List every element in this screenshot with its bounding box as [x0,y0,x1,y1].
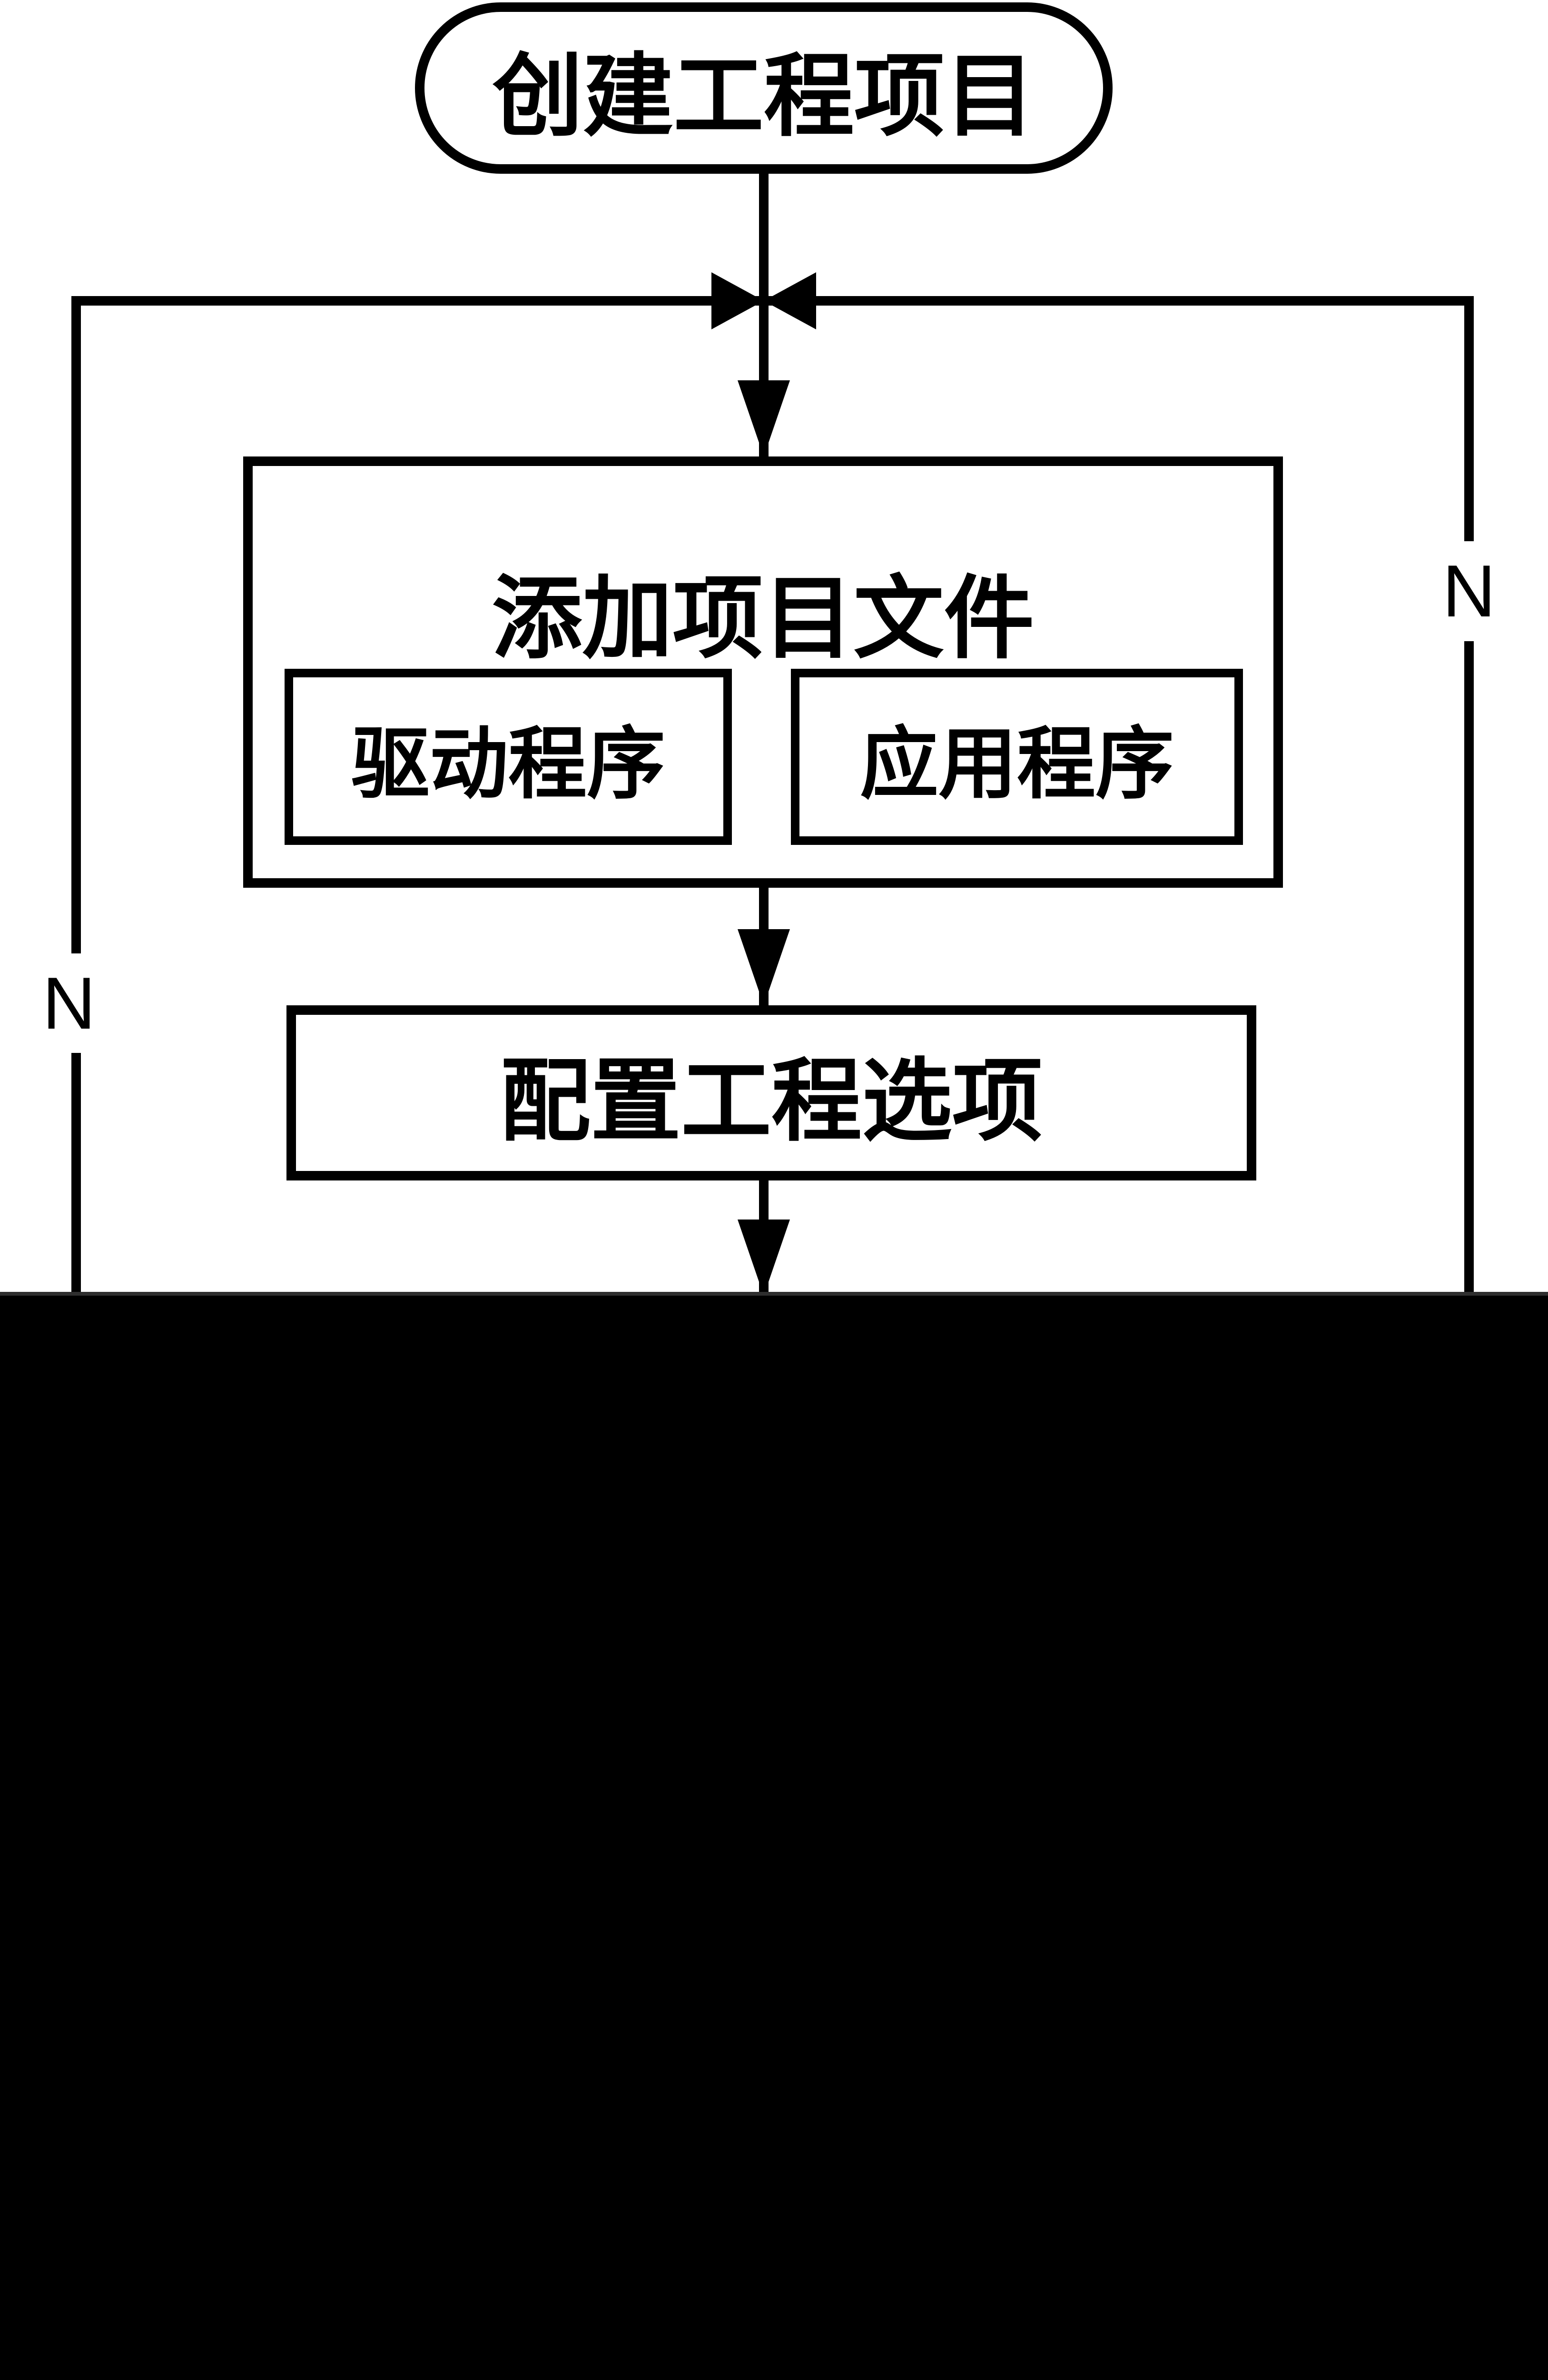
arrowhead-into-configure-icon [738,929,790,1005]
start-node: 创建工程项目 [415,2,1113,174]
app-node-label: 应用程序 [860,720,1174,808]
left-branch-label-text: N [42,962,96,1044]
redacted-region [0,1296,1548,2380]
add-files-node-label: 添加项目文件 [492,568,1035,669]
driver-node: 驱动程序 [285,669,732,845]
left-loop-line-upper [71,296,81,953]
left-loop-line-lower [71,1053,81,1296]
connector-right-loop-top [764,296,1474,306]
arrowhead-into-addfiles-icon [738,380,790,456]
redacted-region-edge [0,1292,1548,1297]
connector-left-loop-top [71,296,764,306]
right-branch-label: N [1421,550,1517,632]
app-node: 应用程序 [791,669,1243,845]
configure-node: 配置工程选项 [286,1005,1256,1180]
driver-node-label: 驱动程序 [351,720,665,808]
start-node-label: 创建工程项目 [492,46,1035,147]
right-branch-label-text: N [1442,550,1496,632]
right-loop-line-lower [1464,641,1474,1296]
arrowhead-into-redacted-icon [738,1220,790,1296]
configure-node-label: 配置工程选项 [500,1051,1043,1152]
left-branch-label: N [21,962,117,1044]
right-loop-line-upper [1464,296,1474,541]
merge-arrowhead-from-right-icon [764,272,816,329]
merge-arrowhead-from-left-icon [711,272,764,329]
